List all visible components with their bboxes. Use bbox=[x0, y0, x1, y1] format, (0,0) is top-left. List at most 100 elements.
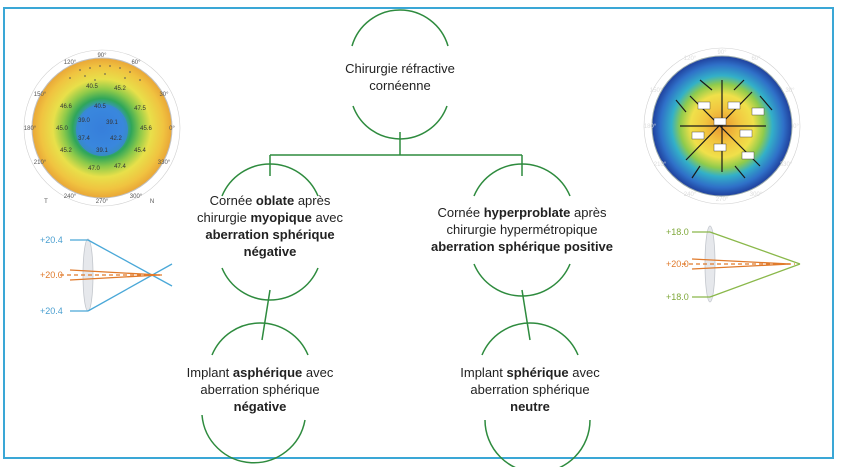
svg-text:60°: 60° bbox=[751, 56, 761, 62]
aspheric-l1-pre: Implant bbox=[186, 365, 233, 380]
node-arcs bbox=[201, 9, 591, 467]
oblate-l2-bold: myopique bbox=[250, 210, 312, 225]
aspheric-line-2: aberration sphérique bbox=[200, 382, 320, 397]
svg-text:240°: 240° bbox=[684, 192, 697, 198]
hyper-line-1: Cornée hyperproblate après bbox=[412, 204, 632, 221]
oblate-arc-top bbox=[221, 163, 319, 197]
ray-mid-lower-right bbox=[691, 263, 791, 270]
svg-text:60°: 60° bbox=[131, 60, 141, 66]
spheric-l1-pre: Implant bbox=[460, 365, 507, 380]
diagram-frame bbox=[3, 7, 834, 459]
spheric-l1-post: avec bbox=[568, 365, 600, 380]
node-spheric: Implant sphérique avec aberration sphéri… bbox=[440, 364, 620, 415]
svg-text:45.2: 45.2 bbox=[114, 86, 126, 92]
svg-text:45.0: 45.0 bbox=[56, 126, 68, 132]
svg-text:30°: 30° bbox=[785, 88, 795, 94]
root-arc-top bbox=[351, 9, 449, 47]
ray-top-converge bbox=[87, 239, 173, 287]
svg-text:46.6: 46.6 bbox=[60, 104, 72, 110]
svg-text:90°: 90° bbox=[717, 50, 727, 56]
oblate-line-1: Cornée oblate après bbox=[180, 192, 360, 209]
svg-text:47.5: 47.5 bbox=[134, 106, 146, 112]
ray-mid-upper-right bbox=[691, 258, 791, 265]
oblate-l2-post: avec bbox=[311, 210, 343, 225]
root-line-1: Chirurgie réfractive bbox=[345, 61, 455, 76]
ray-top-diverge bbox=[709, 231, 801, 265]
ray-mid-upper bbox=[69, 269, 161, 276]
svg-text:120°: 120° bbox=[64, 60, 77, 66]
oblate-l1-pre: Cornée bbox=[209, 193, 256, 208]
aspheric-l1-post: avec bbox=[302, 365, 334, 380]
svg-text:39.0: 39.0 bbox=[78, 118, 90, 124]
svg-text:45.6: 45.6 bbox=[140, 126, 152, 132]
svg-text:37.4: 37.4 bbox=[78, 136, 90, 142]
svg-text:180°: 180° bbox=[24, 126, 37, 132]
connector-right-down bbox=[521, 289, 531, 341]
spheric-line-3: neutre bbox=[440, 398, 620, 415]
ray-mid-lower bbox=[69, 274, 161, 281]
svg-text:240°: 240° bbox=[64, 194, 77, 200]
oblate-arc-bottom bbox=[221, 267, 319, 301]
ray-bot-converge bbox=[87, 263, 173, 312]
hyper-l3-bold: aberration sphérique positive bbox=[430, 239, 614, 254]
left-lens-top-value: +20.4 bbox=[40, 235, 63, 245]
connector-left-down bbox=[261, 289, 271, 341]
hyper-arc-bottom bbox=[473, 263, 571, 297]
svg-text:42.2: 42.2 bbox=[110, 136, 122, 142]
right-lens-top-value: +18.0 bbox=[666, 227, 689, 237]
aspheric-l1-bold: asphérique bbox=[232, 365, 303, 380]
aspheric-line-3: négative bbox=[170, 398, 350, 415]
spheric-l3-bold: neutre bbox=[510, 399, 550, 414]
right-lens-mid-value: +20.0 bbox=[666, 259, 689, 269]
oblate-line-3: aberration sphérique bbox=[180, 226, 360, 243]
svg-text:150°: 150° bbox=[34, 92, 47, 98]
root-arc-bottom bbox=[352, 105, 448, 140]
svg-text:120°: 120° bbox=[684, 56, 697, 62]
topography-map-hyperprolate: 90°120°60° 150°30° 180°0° 210°330° 240°2… bbox=[643, 47, 801, 205]
hyper-line-3: aberration sphérique positive bbox=[412, 238, 632, 255]
svg-text:150°: 150° bbox=[650, 88, 663, 94]
right-lens-bot-value: +18.0 bbox=[666, 292, 689, 302]
aspheric-line-1: Implant asphérique avec bbox=[170, 364, 350, 381]
node-oblate: Cornée oblate après chirurgie myopique a… bbox=[180, 192, 360, 260]
ray-bot-diverge bbox=[709, 263, 801, 298]
lens-diagram-left bbox=[60, 238, 173, 312]
svg-text:39.1: 39.1 bbox=[96, 148, 108, 154]
oblate-line-4: négative bbox=[180, 243, 360, 260]
node-aspheric: Implant asphérique avec aberration sphér… bbox=[170, 364, 350, 415]
spheric-arc-bottom bbox=[484, 419, 591, 467]
hyper-l1-pre: Cornée bbox=[437, 205, 484, 220]
oblate-l3-bold: aberration sphérique bbox=[205, 227, 335, 242]
svg-text:45.2: 45.2 bbox=[60, 148, 72, 154]
left-lens-mid-value: +20.0 bbox=[40, 270, 63, 280]
svg-text:330°: 330° bbox=[158, 160, 171, 166]
aspheric-arc-top bbox=[211, 322, 309, 356]
left-lens-bot-value: +20.4 bbox=[40, 306, 63, 316]
spheric-l1-bold: sphérique bbox=[506, 365, 569, 380]
oblate-l1-bold: oblate bbox=[255, 193, 295, 208]
svg-text:N: N bbox=[150, 199, 154, 205]
svg-text:40.5: 40.5 bbox=[94, 104, 106, 110]
svg-text:40.5: 40.5 bbox=[86, 84, 98, 90]
topography-map-oblate: 40.5 45.2 46.6 47.5 40.5 39.0 39.1 45.0 45.6… bbox=[23, 49, 181, 207]
svg-text:90°: 90° bbox=[97, 53, 107, 59]
oblate-l1-post: après bbox=[294, 193, 331, 208]
spheric-arc-top bbox=[481, 322, 579, 356]
svg-text:300°: 300° bbox=[750, 192, 763, 198]
spheric-line-1: Implant sphérique avec bbox=[440, 364, 620, 381]
root-line-2: cornéenne bbox=[369, 78, 431, 93]
svg-text:300°: 300° bbox=[130, 194, 143, 200]
oblate-l2-pre: chirurgie bbox=[197, 210, 251, 225]
svg-text:47.0: 47.0 bbox=[88, 166, 100, 172]
oblate-l4-bold: négative bbox=[243, 244, 297, 259]
aspheric-l3-bold: négative bbox=[233, 399, 287, 414]
node-hyperprolate: Cornée hyperproblate après chirurgie hyp… bbox=[412, 204, 632, 255]
svg-text:30°: 30° bbox=[159, 92, 169, 98]
svg-text:0°: 0° bbox=[169, 126, 175, 132]
svg-text:210°: 210° bbox=[34, 160, 47, 166]
svg-text:270°: 270° bbox=[96, 199, 109, 205]
svg-text:270°: 270° bbox=[716, 197, 729, 203]
svg-text:47.4: 47.4 bbox=[114, 164, 126, 170]
node-root: Chirurgie réfractive cornéenne bbox=[320, 60, 480, 94]
